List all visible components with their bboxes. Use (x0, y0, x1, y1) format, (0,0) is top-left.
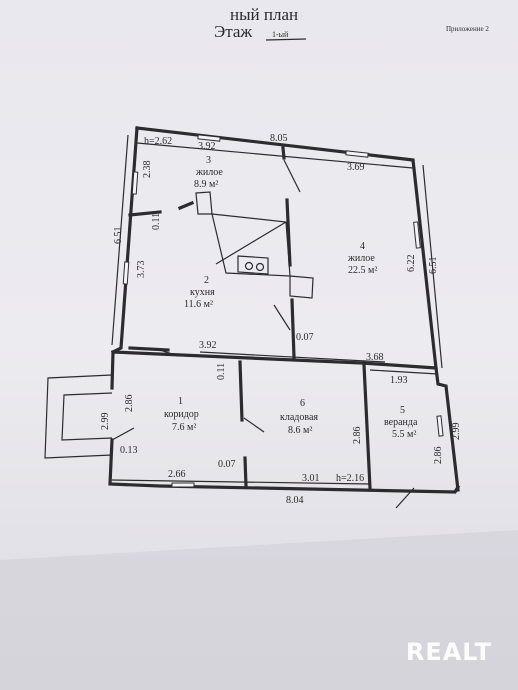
door-veranda (395, 487, 415, 509)
dim-bot-007: 0.07 (218, 459, 236, 470)
dim-mid-368: 3.68 (366, 352, 384, 363)
window-veranda (436, 415, 444, 437)
porch-inner (61, 392, 113, 441)
appendix-label: Приложение 2 (446, 25, 489, 33)
wall-stub-room3 (177, 200, 195, 211)
door-corridor (159, 349, 179, 357)
window-top-right (345, 150, 369, 158)
wall-storage-left-lower (243, 456, 248, 488)
left-wall (110, 126, 139, 355)
dim-right-622: 6.22 (406, 255, 417, 273)
floor-label: Этаж (214, 22, 252, 41)
dim-bot-301: 3.01 (302, 473, 320, 484)
dim-top-369: 3.69 (347, 162, 365, 173)
dim-left-011a: 0.11 (151, 213, 162, 230)
wall-partition-kitchen (285, 198, 292, 267)
door-storage (243, 417, 265, 433)
dim-h-top: h=2.62 (144, 136, 172, 147)
window-left-upper (131, 171, 139, 195)
door-kitchen (273, 304, 291, 331)
dim-bot-h: h=2.16 (336, 473, 364, 484)
dim-left-373: 3.73 (136, 261, 147, 279)
burner-left (244, 261, 254, 271)
dim-line-mid (199, 351, 386, 363)
room-3-area: 8.9 м² (194, 179, 218, 190)
wall-partition-kitchen-lower (290, 298, 296, 359)
chimney-lower (289, 275, 314, 299)
dim-mid-392: 3.92 (199, 340, 217, 351)
stove-diagonal (215, 221, 287, 265)
room-1-name: коридор (164, 409, 199, 420)
dim-mid-011b: 0.11 (216, 363, 227, 380)
dim-line-left (111, 134, 129, 346)
room-4-name: жилое (347, 253, 375, 264)
dim-bot-266: 2.66 (168, 469, 186, 480)
window-bottom (171, 482, 195, 488)
dim-line-veranda (369, 369, 439, 375)
floor-underline (265, 38, 307, 41)
dim-left-651: 6.51 (113, 227, 124, 245)
floor-value: 1-ый (272, 30, 289, 39)
room-3-num: 3 (206, 155, 211, 166)
window-right (413, 221, 421, 249)
dim-store-286: 2.86 (352, 427, 363, 445)
dim-line-right (422, 164, 443, 369)
dim-bot-804: 8.04 (286, 495, 304, 506)
window-left-lower (122, 261, 130, 285)
dim-right-651: 6.51 (428, 257, 439, 275)
room-5-area: 5.5 м² (392, 429, 416, 440)
door-room4 (283, 159, 301, 193)
dim-ver-286: 2.86 (433, 447, 444, 465)
wall-corridor-top (128, 346, 170, 352)
room-3-name: жилое (195, 167, 223, 178)
room-2-num: 2 (204, 275, 209, 286)
room-6-area: 8.6 м² (288, 425, 312, 436)
door-entrance (111, 427, 135, 441)
stove-front (237, 255, 269, 275)
dim-ver-299: 2.99 (451, 423, 462, 441)
plan-title: ный план (230, 5, 298, 24)
veranda-right-wall (434, 366, 460, 492)
dim-ent-013: 0.13 (120, 445, 138, 456)
room-5-num: 5 (400, 405, 405, 416)
burner-right (255, 262, 265, 272)
dim-top-805: 8.05 (270, 133, 288, 144)
dim-mid-007a: 0.07 (296, 332, 314, 343)
room-5-name: веранда (384, 417, 418, 428)
wall-storage-right (362, 363, 372, 490)
room-6-name: кладовая (280, 412, 318, 423)
room-6-num: 6 (300, 398, 305, 409)
wall-room3-bottom (128, 210, 162, 217)
dim-ent-286: 2.86 (124, 395, 135, 413)
room-4-area: 22.5 м² (348, 265, 377, 276)
wall-storage-left (238, 360, 244, 422)
dim-left-238: 2.38 (142, 161, 153, 179)
dim-mid-193: 1.93 (390, 375, 408, 386)
room-2-name: кухня (190, 287, 215, 298)
dim-line-bottom (111, 479, 371, 485)
room-4-num: 4 (360, 241, 365, 252)
room-1-num: 1 (178, 396, 183, 407)
room-2-area: 11.6 м² (184, 299, 213, 310)
room-1-area: 7.6 м² (172, 422, 196, 433)
realt-watermark: REALT (405, 638, 492, 666)
porch-outline (44, 374, 113, 459)
chimney-upper (195, 191, 213, 215)
window-top-left (197, 134, 221, 142)
dim-line-top (136, 142, 414, 169)
dim-ent-299: 2.99 (100, 413, 111, 431)
dim-top-392: 3.92 (198, 141, 216, 152)
paper-shadow (0, 530, 518, 690)
entrance-wall (108, 438, 461, 494)
